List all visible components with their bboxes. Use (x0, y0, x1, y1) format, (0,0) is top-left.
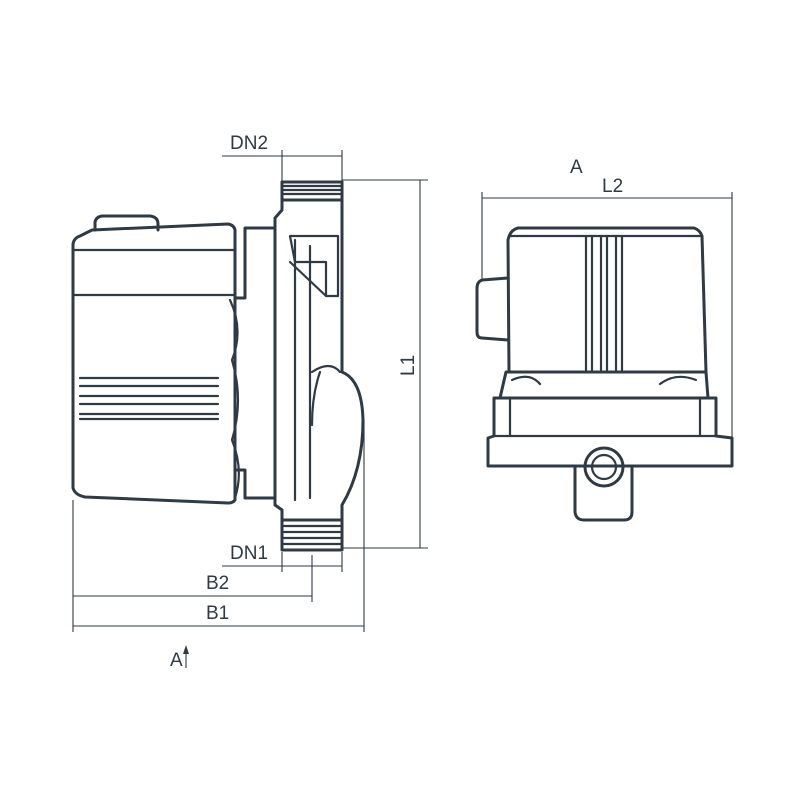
motor-housing (71, 222, 237, 505)
side-view (71, 180, 365, 552)
thread-top (280, 180, 344, 202)
pump-body-inner (293, 238, 312, 502)
view-a-title: A (570, 157, 583, 178)
flange-band (498, 370, 710, 400)
port-inner-ring (590, 453, 618, 481)
flange-detail (228, 298, 240, 500)
port-outer-ring (583, 446, 625, 488)
thread-bottom (280, 518, 344, 552)
pump-housing-view-a (486, 396, 734, 468)
flange-band-detail (510, 375, 698, 386)
view-a (475, 226, 734, 522)
b1-label: B1 (206, 603, 229, 624)
motor-ribs-view-a (584, 234, 624, 372)
outlet-port (573, 464, 634, 522)
impeller-housing (310, 364, 342, 427)
outlet-cone (288, 234, 340, 298)
l2-label: L2 (602, 176, 623, 197)
terminal-box-view-a (475, 276, 510, 342)
side-dimensions (72, 150, 428, 668)
l1-label: L1 (398, 355, 419, 376)
dn1-label: DN1 (230, 543, 268, 564)
b2-label: B2 (206, 573, 229, 594)
dn2-label: DN2 (230, 133, 268, 154)
view-a-dimensions (481, 192, 733, 438)
terminal-box (93, 214, 160, 232)
motor-flange (233, 226, 277, 500)
pump-body (273, 180, 365, 522)
cooling-ribs (78, 376, 220, 421)
view-arrow-icon (183, 645, 189, 654)
view-a-arrow-label: A (170, 650, 183, 671)
